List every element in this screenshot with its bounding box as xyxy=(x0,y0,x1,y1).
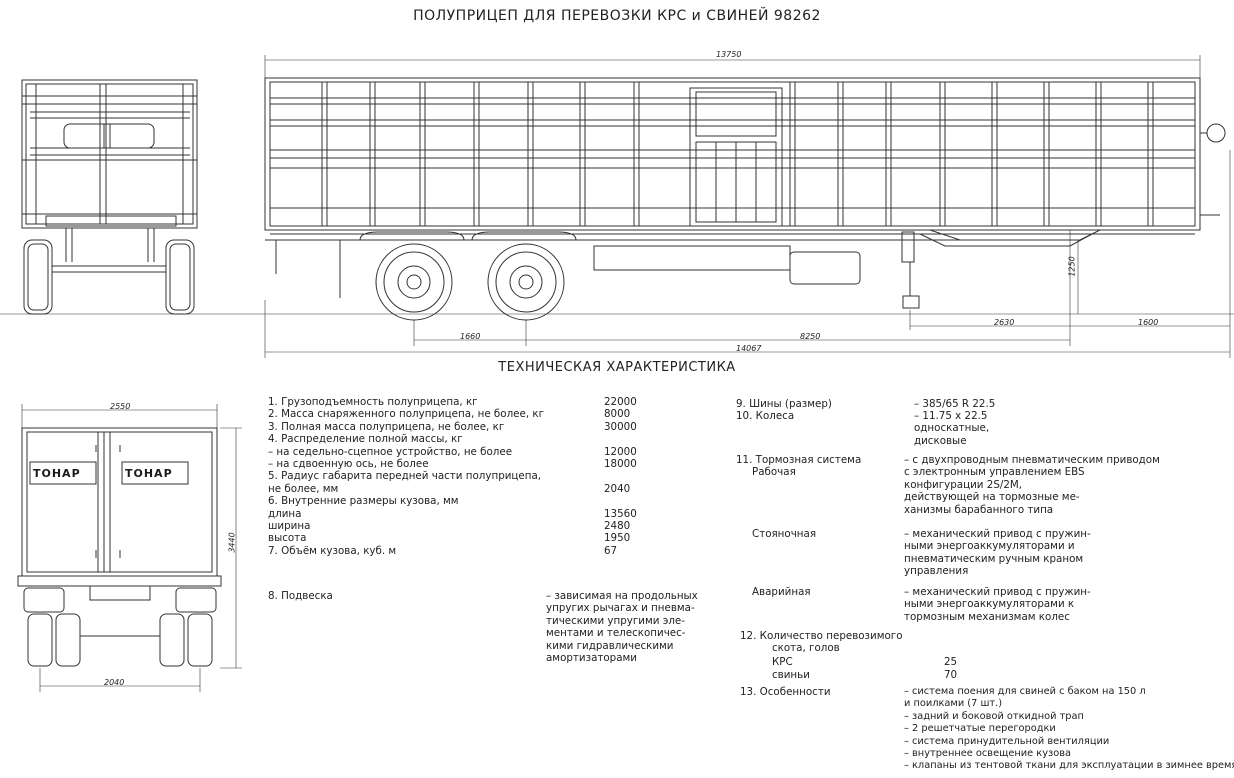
spec-label: 4. Распределение полной массы, кг xyxy=(268,433,463,446)
suspension-line: кими гидравлическими xyxy=(546,639,674,652)
spec-value: 1950 xyxy=(604,532,631,545)
spec-value xyxy=(604,470,637,482)
side-view-drawing xyxy=(264,77,1226,321)
brakes-parking-label: Стояночная xyxy=(752,528,817,540)
spec-value: 18000 xyxy=(604,457,637,470)
spec-label: 7. Объём кузова, куб. м xyxy=(268,544,397,557)
brakes-service-line: с электронным управлением EBS xyxy=(904,466,1085,479)
logo-right: ТОНАР xyxy=(125,467,173,480)
spec-value: 30000 xyxy=(604,420,637,433)
logo-left: ТОНАР xyxy=(33,467,81,480)
brakes-service-line: – с двухпроводным пневматическим приводо… xyxy=(904,454,1160,466)
dim-overall-bottom: 14067 xyxy=(736,344,762,353)
suspension-line: ментами и телескопичес- xyxy=(546,627,686,640)
suspension-line: упругих рычагах и пневма- xyxy=(546,602,695,615)
brakes-service-line: действующей на тормозные ме- xyxy=(904,491,1080,504)
brakes-parking-line: пневматическим ручным краном xyxy=(904,552,1084,565)
wheels-line: – 11.75 x 22.5 xyxy=(914,410,988,422)
brakes-parking-line: ными энергоаккумуляторами и xyxy=(904,540,1075,553)
livestock-cattle-value: 25 xyxy=(944,656,958,668)
brakes-parking-line: – механический привод с пружин- xyxy=(904,528,1091,540)
suspension-lines: – зависимая на продольных упругих рычага… xyxy=(546,590,698,664)
dim-body-height: 3440 xyxy=(227,532,237,553)
dim-body-width: 2550 xyxy=(110,402,131,411)
wheels-line: дисковые xyxy=(914,434,967,447)
livestock-label-1: 12. Количество перевозимого xyxy=(740,630,903,642)
tires-value: – 385/65 R 22.5 xyxy=(914,398,996,410)
livestock-cattle-label: КРС xyxy=(772,656,793,668)
spec-value xyxy=(604,433,637,445)
spec-value: 12000 xyxy=(604,445,637,458)
spec-value: 2040 xyxy=(604,482,631,495)
spec-label: ширина xyxy=(268,519,311,532)
livestock-pigs-label: свиньи xyxy=(772,669,810,681)
spec-label: длина xyxy=(268,507,302,520)
brakes-emergency-line: ными энергоаккумуляторами к xyxy=(904,598,1075,611)
brakes-emergency-line: тормозным механизмам колес xyxy=(904,610,1070,623)
spec-value: 8000 xyxy=(604,408,631,421)
spec-label: не более, мм xyxy=(268,482,339,495)
spec-label: высота xyxy=(268,532,307,545)
section-subtitle: ТЕХНИЧЕСКАЯ ХАРАКТЕРИСТИКА xyxy=(498,360,736,375)
dim-overall-top: 13750 xyxy=(716,50,742,59)
tires-label: 9. Шины (размер) xyxy=(736,398,832,410)
brakes-service-lines: – с двухпроводным пневматическим приводо… xyxy=(904,454,1160,516)
feature-line: – система принудительной вентиляции xyxy=(904,735,1110,747)
dim-coupling-height: 1250 xyxy=(1067,256,1077,277)
spec-label: – на седельно-сцепное устройство, не бол… xyxy=(268,445,513,458)
feature-line: – система поения для свиней с баком на 1… xyxy=(904,686,1146,697)
spec-label: 3. Полная масса полуприцепа, не более, к… xyxy=(268,420,505,433)
brakes-parking-line: управления xyxy=(904,565,969,578)
livestock-pigs-value: 70 xyxy=(944,669,958,681)
spec-value: 22000 xyxy=(604,396,637,408)
dim-wheelbase: 8250 xyxy=(800,332,821,341)
feature-line: – задний и боковой откидной трап xyxy=(904,710,1084,722)
brakes-label: 11. Тормозная система xyxy=(736,454,862,466)
wheels-lines: – 11.75 x 22.5 односкатные, дисковые xyxy=(914,410,989,447)
brakes-emergency-label: Аварийная xyxy=(752,586,811,598)
spec-label: – на сдвоенную ось, не более xyxy=(268,457,429,470)
brakes-emergency-lines: – механический привод с пружин- ными эне… xyxy=(904,586,1091,623)
brakes-emergency-line: – механический привод с пружин- xyxy=(904,586,1091,598)
brakes-service-line: конфигурации 2S/2M, xyxy=(904,478,1023,491)
spec-label: 2. Масса снаряженного полуприцепа, не бо… xyxy=(268,408,545,421)
suspension-line: тическими упругими эле- xyxy=(546,614,685,627)
front-view-drawing xyxy=(0,79,1234,315)
dim-kingpin-front: 1600 xyxy=(1138,318,1159,327)
spec-value: 67 xyxy=(604,544,618,557)
livestock-label-2: скота, голов xyxy=(772,642,840,654)
features-label: 13. Особенности xyxy=(740,686,831,698)
dim-kingpin-to-leg: 2630 xyxy=(994,318,1015,327)
side-dimension-lines xyxy=(264,55,1231,358)
spec-label: 6. Внутренние размеры кузова, мм xyxy=(268,495,459,508)
spec-label: 5. Радиус габарита передней части полупр… xyxy=(268,470,542,483)
spec-label: 1. Грузоподъемность полуприцепа, кг xyxy=(268,396,478,408)
wheels-line: односкатные, xyxy=(914,422,990,435)
dim-track: 2040 xyxy=(104,678,125,687)
spec-value xyxy=(604,495,637,507)
feature-line: и поилками (7 шт.) xyxy=(904,698,1003,710)
brakes-service-line: ханизмы барабанного типа xyxy=(904,503,1054,516)
brakes-service-label: Рабочая xyxy=(752,466,796,478)
feature-line: – клапаны из тентовой ткани для эксплуат… xyxy=(904,760,1234,772)
spec-value: 2480 xyxy=(604,519,631,532)
spec-value: 13560 xyxy=(604,507,637,520)
suspension-label: 8. Подвеска xyxy=(268,590,333,602)
suspension-line: – зависимая на продольных xyxy=(546,590,698,602)
feature-line: – внутреннее освещение кузова xyxy=(904,747,1071,759)
rear-dimension-lines xyxy=(21,404,242,692)
wheels-label: 10. Колеса xyxy=(736,410,795,422)
feature-line: – 2 решетчатые перегородки xyxy=(904,723,1056,735)
features-lines: – система поения для свиней с баком на 1… xyxy=(904,686,1234,773)
brakes-parking-lines: – механический привод с пружин- ными эне… xyxy=(904,528,1091,578)
suspension-line: амортизаторами xyxy=(546,651,637,664)
page-title: ПОЛУПРИЦЕП ДЛЯ ПЕРЕВОЗКИ КРС и СВИНЕЙ 98… xyxy=(413,8,821,24)
dim-axle-spacing: 1660 xyxy=(460,332,481,341)
rear-view-drawing xyxy=(17,427,222,667)
